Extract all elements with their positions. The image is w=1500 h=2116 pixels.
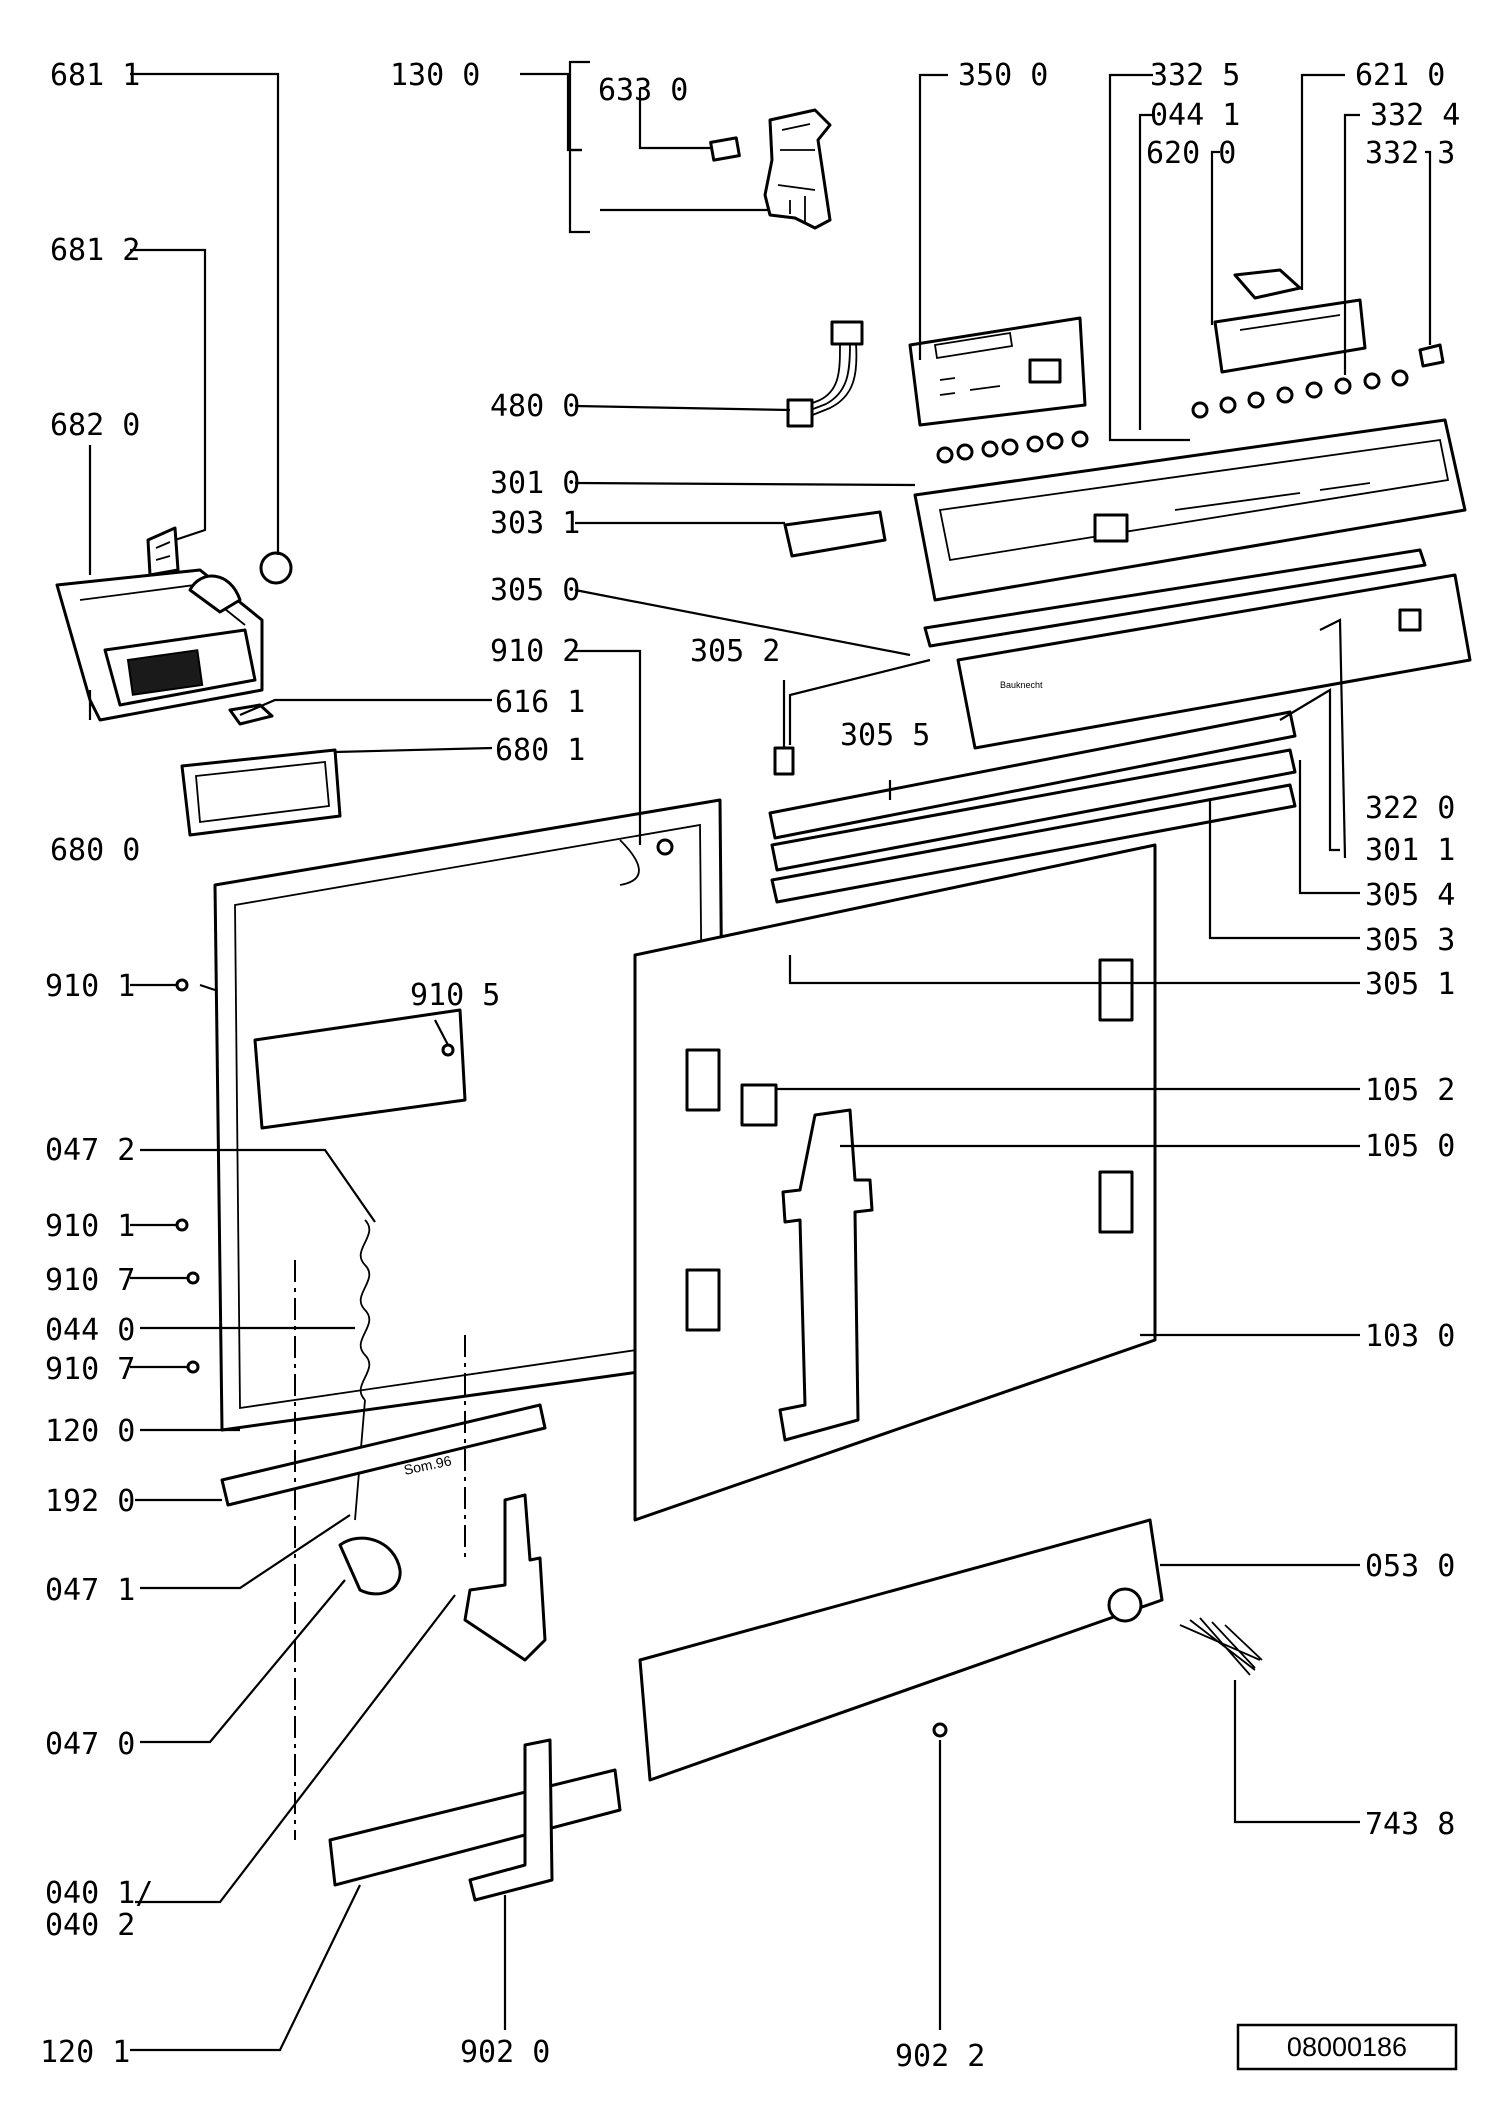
push-button-set-part bbox=[936, 430, 1089, 464]
fascia-trim-strip-part bbox=[923, 548, 1427, 648]
screw-set-part bbox=[175, 838, 948, 1738]
cable-harness-part bbox=[786, 320, 864, 428]
part-label-305-4: 305 4 bbox=[1365, 878, 1455, 913]
part-label-044-0: 044 0 bbox=[45, 1313, 135, 1348]
part-label-902-2: 902 2 bbox=[895, 2039, 985, 2074]
part-label-105-2: 105 2 bbox=[1365, 1073, 1455, 1108]
part-label-680-0: 680 0 bbox=[50, 833, 140, 868]
part-label-902-0: 902 0 bbox=[460, 2035, 550, 2070]
part-label-743-8: 743 8 bbox=[1365, 1807, 1455, 1842]
part-label-322-0: 322 0 bbox=[1365, 791, 1455, 826]
part-label-305-5: 305 5 bbox=[840, 718, 930, 753]
panel-rails-part bbox=[768, 710, 1297, 904]
part-label-053-0: 053 0 bbox=[1365, 1549, 1455, 1584]
lower-bracket-part bbox=[328, 1738, 622, 1902]
part-label-681-2: 681 2 bbox=[50, 233, 140, 268]
part-label-047-1: 047 1 bbox=[45, 1573, 135, 1608]
control-board-part bbox=[908, 316, 1087, 427]
part-label-301-1: 301 1 bbox=[1365, 833, 1455, 868]
part-label-130-0: 130 0 bbox=[390, 58, 480, 93]
part-label-040-1: 040 1/ bbox=[45, 1876, 153, 1911]
part-label-910-7: 910 7 bbox=[45, 1352, 135, 1387]
part-label-305-1: 305 1 bbox=[1365, 967, 1455, 1002]
part-label-910-1: 910 1 bbox=[45, 1209, 135, 1244]
part-label-120-1: 120 1 bbox=[40, 2035, 130, 2070]
part-label-040-2: 040 2 bbox=[45, 1908, 135, 1943]
outer-door-panel-part bbox=[633, 843, 1157, 1522]
part-label-681-1: 681 1 bbox=[50, 58, 140, 93]
part-label-332-5: 332 5 bbox=[1150, 58, 1240, 93]
part-label-305-2: 305 2 bbox=[690, 634, 780, 669]
part-label-616-1: 616 1 bbox=[495, 685, 585, 720]
part-label-680-1: 680 1 bbox=[495, 733, 585, 768]
drawing-number: 08000186 bbox=[1287, 2032, 1407, 2062]
part-label-047-2: 047 2 bbox=[45, 1133, 135, 1168]
part-label-332-3: 332 3 bbox=[1365, 136, 1455, 171]
door-spring-part bbox=[338, 1219, 402, 1596]
part-label-105-0: 105 0 bbox=[1365, 1129, 1455, 1164]
part-label-621-0: 621 0 bbox=[1355, 58, 1445, 93]
part-label-910-7: 910 7 bbox=[45, 1263, 135, 1298]
control-panel-fascia-part bbox=[783, 418, 1467, 602]
panel-clip-part bbox=[773, 746, 795, 776]
drawing-number-box: 08000186 bbox=[1236, 2023, 1458, 2071]
part-label-305-0: 305 0 bbox=[490, 573, 580, 608]
switch-module-part bbox=[1213, 268, 1445, 374]
part-label-910-1: 910 1 bbox=[45, 969, 135, 1004]
part-label-620-0: 620 0 bbox=[1146, 136, 1236, 171]
part-label-103-0: 103 0 bbox=[1365, 1319, 1455, 1354]
alignment-line bbox=[199, 984, 216, 991]
part-label-480-0: 480 0 bbox=[490, 389, 580, 424]
door-reinforcement-part bbox=[740, 1083, 874, 1442]
hinge-bracket-part bbox=[709, 108, 832, 230]
brand-mark: Bauknecht bbox=[1000, 680, 1043, 690]
part-label-301-0: 301 0 bbox=[490, 466, 580, 501]
part-label-682-0: 682 0 bbox=[50, 408, 140, 443]
part-label-350-0: 350 0 bbox=[958, 58, 1048, 93]
part-label-120-0: 120 0 bbox=[45, 1414, 135, 1449]
leader-lines bbox=[88, 60, 1432, 2052]
part-label-044-1: 044 1 bbox=[1150, 98, 1240, 133]
part-label-910-2: 910 2 bbox=[490, 634, 580, 669]
part-labels: 681 1 130 0 633 0 350 0 332 5 621 0 044 … bbox=[40, 58, 1460, 2074]
lock-gasket-part bbox=[180, 748, 342, 837]
part-label-633-0: 633 0 bbox=[598, 73, 688, 108]
knob-row-part bbox=[1191, 369, 1409, 419]
part-label-047-0: 047 0 bbox=[45, 1727, 135, 1762]
part-label-910-5: 910 5 bbox=[410, 978, 500, 1013]
part-label-303-1: 303 1 bbox=[490, 506, 580, 541]
part-label-192-0: 192 0 bbox=[45, 1484, 135, 1519]
control-panel-front-part: Bauknecht bbox=[956, 573, 1472, 750]
coil-spring-part bbox=[1179, 1617, 1263, 1676]
part-label-332-4: 332 4 bbox=[1370, 98, 1460, 133]
inner-door-frame-part bbox=[213, 798, 727, 1432]
hinge-plate-part bbox=[463, 1493, 547, 1662]
part-label-305-3: 305 3 bbox=[1365, 923, 1455, 958]
kick-plate-part bbox=[638, 1518, 1164, 1782]
door-lock-assembly-part bbox=[55, 526, 293, 726]
